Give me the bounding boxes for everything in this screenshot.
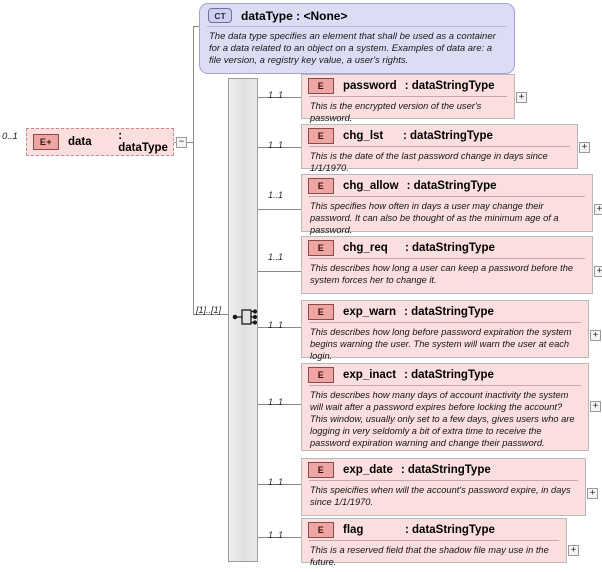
element-row-password[interactable]: E password : dataStringType This is the … xyxy=(301,74,515,123)
element-description: This is a reserved field that the shadow… xyxy=(310,545,549,568)
root-occurrence: 0..1 xyxy=(2,131,18,142)
connector-branch-to-ct xyxy=(193,26,201,27)
element-occurrence: 1..1 xyxy=(268,530,284,540)
expand-toggle-icon[interactable]: + xyxy=(590,330,601,341)
element-name: chg_req xyxy=(343,242,388,254)
divider xyxy=(309,540,559,541)
element-row-chg_lst[interactable]: E chg_lst : dataStringType This is the d… xyxy=(301,124,578,173)
element-icon: E xyxy=(308,178,334,194)
element-type: : dataStringType xyxy=(404,369,494,381)
element-type: : dataStringType xyxy=(400,464,491,476)
element-icon: E xyxy=(308,522,334,538)
element-occurrence: 1..1 xyxy=(268,140,284,150)
connector-seq-row-3 xyxy=(257,209,301,210)
divider xyxy=(309,96,507,97)
element-row-chg_req[interactable]: E chg_req : dataStringType This describe… xyxy=(301,236,593,294)
element-icon: E xyxy=(308,462,334,478)
element-occurrence: 1..1 xyxy=(268,252,284,262)
element-name: chg_allow xyxy=(343,180,399,192)
complextype-header: CT dataType : <None> The data type speci… xyxy=(199,3,515,75)
element-description: This specifies how often in days a user … xyxy=(310,201,559,236)
element-description: This is the encrypted version of the use… xyxy=(310,101,482,124)
element-icon: E xyxy=(308,78,334,94)
sequence-icon[interactable] xyxy=(232,306,258,328)
connector-seq-row-7 xyxy=(257,484,301,485)
expand-toggle-icon[interactable]: + xyxy=(568,545,579,556)
element-name: exp_warn xyxy=(343,306,397,318)
connector-branch-vertical xyxy=(193,26,194,314)
expand-toggle-icon[interactable]: + xyxy=(579,142,590,153)
element-type: : dataStringType xyxy=(405,524,495,536)
complextype-description: The data type specifies an element that … xyxy=(209,31,496,67)
element-row-exp_warn[interactable]: E exp_warn : dataStringType This describ… xyxy=(301,300,589,361)
element-name: flag xyxy=(343,524,364,536)
element-icon: E xyxy=(308,304,334,320)
element-description: This speicifies when will the account's … xyxy=(310,485,571,508)
connector-seq-row-2 xyxy=(257,147,301,148)
element-description: This describes how many days of account … xyxy=(310,390,575,449)
element-type: : dataStringType xyxy=(404,80,495,92)
element-row-exp_inact[interactable]: E exp_inact : dataStringType This descri… xyxy=(301,363,589,451)
divider xyxy=(309,146,570,147)
element-description: This is the date of the last password ch… xyxy=(310,151,548,174)
element-name: chg_lst xyxy=(343,130,384,142)
element-icon: E xyxy=(308,367,334,383)
divider xyxy=(309,480,578,481)
expand-toggle-icon[interactable]: + xyxy=(587,488,598,499)
collapse-toggle-icon[interactable]: − xyxy=(176,137,187,148)
element-name: exp_inact xyxy=(343,369,397,381)
element-type: : dataStringType xyxy=(404,306,494,318)
element-description: This describes how long before password … xyxy=(310,327,572,362)
element-occurrence: 1..1 xyxy=(268,397,284,407)
complextype-icon: CT xyxy=(208,8,232,23)
root-element-name: data xyxy=(68,136,92,148)
connector-seq-row-5 xyxy=(257,327,301,328)
element-type: : dataStringType xyxy=(405,242,495,254)
divider xyxy=(207,26,507,27)
connector-branch-to-root xyxy=(186,142,194,143)
element-row-exp_date[interactable]: E exp_date : dataStringType This speicif… xyxy=(301,458,586,516)
root-element-data[interactable]: E+ data : dataType xyxy=(26,128,174,156)
connector-branch-to-sequence xyxy=(193,314,233,315)
root-element-box[interactable]: E+ data : dataType xyxy=(26,128,174,156)
element-occurrence: 1..1 xyxy=(268,320,284,330)
divider xyxy=(309,196,585,197)
element-type: : dataStringType xyxy=(403,130,493,142)
element-occurrence: 1..1 xyxy=(268,477,284,487)
element-occurrence: 1..1 xyxy=(268,190,284,200)
divider xyxy=(309,258,585,259)
complextype-title: dataType : <None> xyxy=(241,8,348,23)
element-occurrence: 1..1 xyxy=(268,90,284,100)
connector-seq-row-8 xyxy=(257,537,301,538)
element-name: exp_date xyxy=(343,464,393,476)
element-row-chg_allow[interactable]: E chg_allow : dataStringType This specif… xyxy=(301,174,593,235)
root-element-type: : dataType xyxy=(118,130,168,154)
element-name: password xyxy=(343,80,397,92)
expand-toggle-icon[interactable]: + xyxy=(590,401,601,412)
expand-toggle-icon[interactable]: + xyxy=(594,204,602,215)
sequence-occurrence: [1]..[1] xyxy=(196,305,222,315)
element-expandable-icon: E+ xyxy=(33,134,59,150)
connector-seq-row-1 xyxy=(257,97,301,98)
element-icon: E xyxy=(308,240,334,256)
element-row-flag[interactable]: E flag : dataStringType This is a reserv… xyxy=(301,518,567,567)
element-type: : dataStringType xyxy=(406,180,497,192)
divider xyxy=(309,385,581,386)
connector-seq-row-6 xyxy=(257,404,301,405)
sequence-bar xyxy=(228,78,258,562)
expand-toggle-icon[interactable]: + xyxy=(516,92,527,103)
element-description: This describes how long a user can keep … xyxy=(310,263,574,286)
divider xyxy=(309,322,581,323)
connector-seq-row-4 xyxy=(257,271,301,272)
element-icon: E xyxy=(308,128,334,144)
expand-toggle-icon[interactable]: + xyxy=(594,266,602,277)
